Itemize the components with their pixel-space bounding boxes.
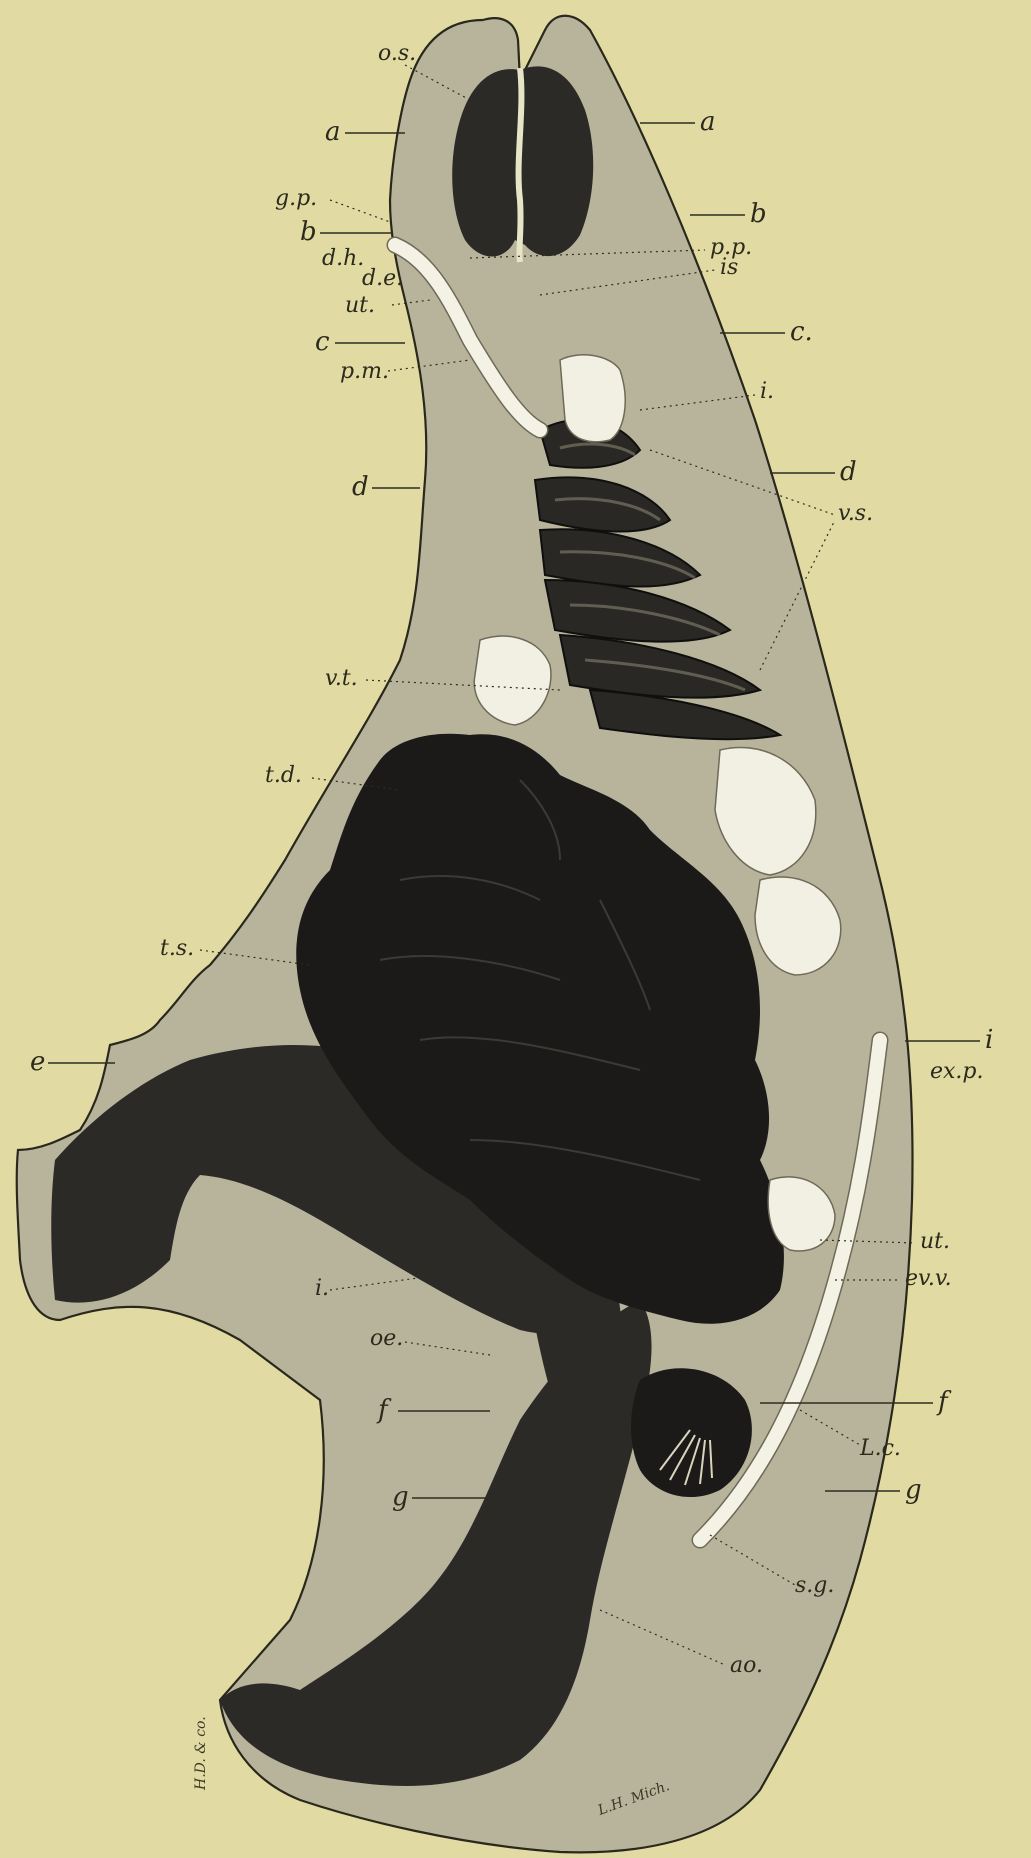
label-ts: t.s. xyxy=(160,936,194,961)
label-right-c: c. xyxy=(790,317,813,347)
sucker xyxy=(631,1368,752,1497)
label-de: d.e. xyxy=(362,266,403,291)
label-right-g: g xyxy=(905,1475,922,1505)
label-pm: p.m. xyxy=(340,359,389,384)
label-right-f: f xyxy=(936,1387,952,1417)
ovary-split xyxy=(519,68,522,262)
label-dh: d.h. xyxy=(322,246,364,271)
label-left-a: a xyxy=(325,117,341,147)
label-ev: ev.v. xyxy=(905,1266,952,1291)
label-left-d: d xyxy=(352,472,369,502)
label-gp: g.p. xyxy=(275,186,317,211)
label-is: is xyxy=(720,255,738,280)
label-td: t.d. xyxy=(265,763,302,788)
label-vs: v.s. xyxy=(838,501,873,526)
label-exp: ex.p. xyxy=(930,1059,984,1084)
signature-left: H.D. & co. xyxy=(193,1716,209,1791)
label-left-b: b xyxy=(300,217,317,247)
label-left-g: g xyxy=(392,1482,409,1512)
label-right-ut: ut. xyxy=(920,1229,950,1254)
label-right-i-top: i. xyxy=(760,379,774,404)
label-right-i: i xyxy=(985,1025,993,1055)
label-left-ut: ut. xyxy=(345,293,375,318)
label-right-b: b xyxy=(750,199,767,229)
label-right-d: d xyxy=(840,457,857,487)
label-left-c: c xyxy=(315,327,330,357)
label-os: o.s. xyxy=(378,41,416,66)
label-vt: v.t. xyxy=(325,666,358,691)
label-ao: ao. xyxy=(730,1653,763,1678)
label-right-a: a xyxy=(700,107,716,137)
label-left-i: i. xyxy=(315,1276,329,1301)
label-oe: oe. xyxy=(370,1326,403,1351)
label-left-e: e xyxy=(30,1047,45,1077)
label-sg: s.g. xyxy=(795,1573,834,1598)
label-lc: L.c. xyxy=(859,1436,901,1461)
